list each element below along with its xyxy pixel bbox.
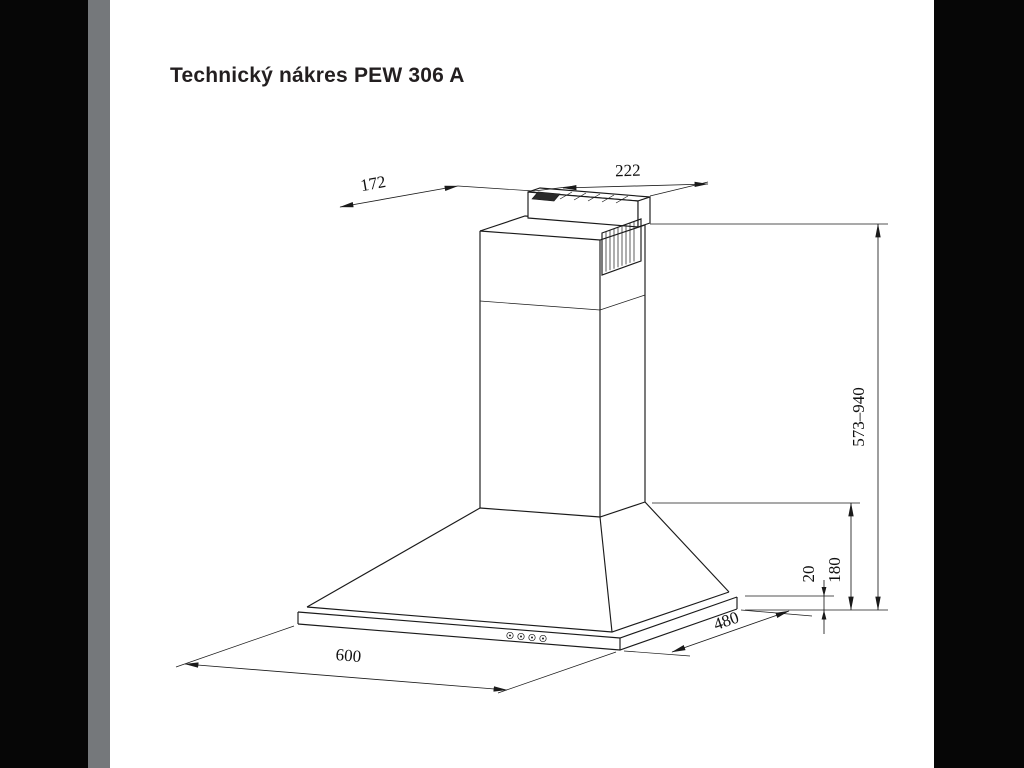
duct-hatching: [559, 191, 629, 204]
pyramid-left-slope: [306, 507, 481, 608]
control-button-icon: [528, 633, 536, 642]
dimension-height-range: 573–940: [650, 223, 888, 611]
control-button-icon: [506, 631, 514, 640]
hood-outline: [297, 215, 738, 651]
dim-label-180: 180: [825, 557, 844, 583]
pyramid-front-right-slope: [599, 516, 613, 633]
dim-label-172: 172: [359, 172, 387, 195]
grille-slats: [605, 221, 635, 272]
vent-grille: [601, 218, 642, 276]
dim-label-600: 600: [335, 645, 362, 666]
control-buttons: [506, 631, 547, 643]
page-edge-strip: [88, 0, 110, 768]
document-page: [110, 0, 934, 768]
chimney-vertical-edges: [479, 225, 646, 517]
pyramid-back-right-slope: [644, 501, 730, 593]
dimension-lower-height: 180: [652, 502, 860, 611]
duct-opening: [531, 191, 561, 202]
button-dot: [542, 637, 544, 640]
dimension-top-width: 222: [533, 161, 709, 197]
page-title: Technický nákres PEW 306 A: [170, 64, 465, 87]
collar-right-face: [637, 196, 651, 228]
dim-label-20: 20: [799, 566, 818, 583]
dim-label-480: 480: [711, 608, 741, 634]
rim-vertical-edges: [297, 597, 738, 650]
dimension-width: 600: [175, 625, 617, 694]
button-dot: [509, 634, 511, 637]
dimension-rim-height: 20: [745, 566, 834, 634]
dim-label-573-940: 573–940: [849, 387, 868, 447]
dimension-top-depth: 172: [339, 172, 535, 208]
pyramid-top-edges: [479, 501, 646, 518]
button-dot: [520, 635, 522, 638]
button-dot: [531, 636, 533, 639]
chimney-seam-line: [479, 294, 646, 311]
dim-label-222: 222: [615, 161, 641, 181]
grille-outline: [601, 218, 642, 276]
control-button-icon: [539, 634, 547, 643]
dimension-depth: 480: [623, 608, 813, 657]
control-button-icon: [517, 632, 525, 641]
pyramid-base-edges: [306, 591, 730, 633]
